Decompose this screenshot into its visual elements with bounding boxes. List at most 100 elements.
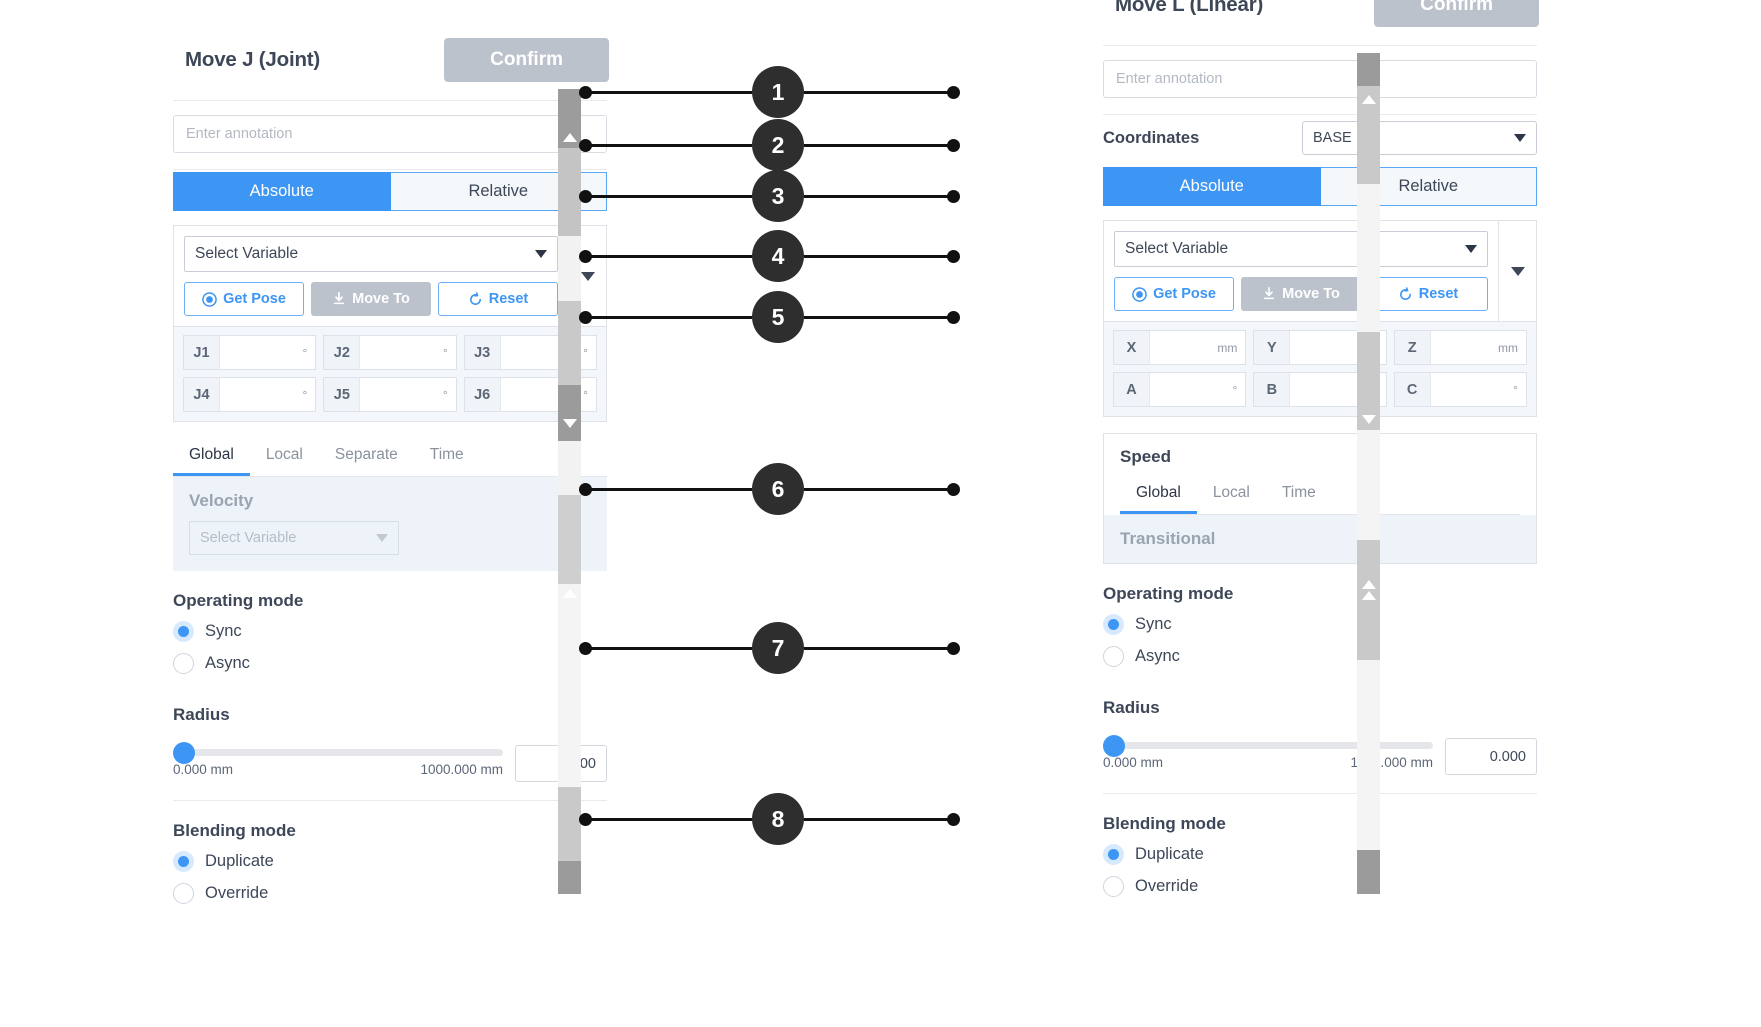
move-j-tab-absolute[interactable]: Absolute [173, 172, 391, 211]
divider [1103, 793, 1537, 794]
scrollbar-segment[interactable] [558, 861, 581, 894]
scrollbar-segment[interactable] [1357, 184, 1380, 332]
callout-endpoint-right [946, 482, 960, 496]
pose-key-label: B [1254, 373, 1291, 406]
pose-field-a[interactable]: A ° [1113, 372, 1247, 407]
move-l-get-pose-label: Get Pose [1153, 286, 1216, 302]
move-j-radius-section: Radius [155, 685, 625, 725]
move-l-tab-absolute[interactable]: Absolute [1103, 167, 1321, 206]
move-l-scrollbar[interactable] [1357, 53, 1380, 894]
move-j-scrollbar[interactable] [558, 89, 581, 894]
scroll-up-arrow-icon[interactable] [1361, 591, 1376, 600]
callout-endpoint-left [578, 189, 592, 203]
move-j-get-pose-button[interactable]: Get Pose [184, 282, 304, 316]
pose-key-label: X [1114, 331, 1150, 364]
move-l-speed-tab-time[interactable]: Time [1281, 484, 1316, 501]
move-j-speed-tab-time[interactable]: Time [429, 446, 464, 463]
move-j-speed-tab-local[interactable]: Local [265, 446, 303, 463]
move-l-operating-mode-sync-label: Sync [1135, 615, 1172, 633]
move-l-annotation-input[interactable] [1103, 60, 1537, 98]
scroll-down-arrow-icon[interactable] [562, 419, 577, 428]
move-l-radius-min-label: 0.000 mm [1103, 755, 1164, 770]
move-l-blending-override[interactable]: Override [1103, 876, 1537, 897]
scrollbar-segment[interactable] [558, 148, 581, 236]
scrollbar-segment[interactable] [558, 787, 581, 861]
scrollbar-segment[interactable] [1357, 660, 1380, 850]
move-l-radius-value-input[interactable]: 0.000 [1445, 738, 1537, 775]
move-l-variable-block: Select Variable Get Pose [1103, 220, 1537, 322]
move-l-transitional-label: Transitional [1120, 529, 1216, 548]
move-j-radius-slider-knob[interactable] [173, 741, 195, 764]
joint-field-j1[interactable]: J1 ° [183, 335, 317, 370]
move-l-expand-toggle[interactable] [1499, 220, 1537, 322]
pose-field-c[interactable]: C ° [1393, 372, 1527, 407]
callout-line-right [804, 143, 953, 147]
move-l-blending-duplicate[interactable]: Duplicate [1103, 844, 1537, 865]
move-l-mode-tabs: Absolute Relative [1085, 165, 1555, 206]
move-j-blending-override[interactable]: Override [173, 883, 607, 904]
move-j-speed-tab-separate[interactable]: Separate [334, 446, 398, 463]
move-l-speed-tab-local[interactable]: Local [1212, 484, 1250, 501]
move-j-annotation-input[interactable] [173, 115, 607, 153]
move-j-reset-button[interactable]: Reset [438, 282, 558, 316]
joint-key-label: J4 [184, 378, 220, 411]
scrollbar-segment[interactable] [1357, 53, 1380, 86]
move-l-operating-mode-sync[interactable]: Sync [1103, 614, 1537, 635]
scrollbar-segment[interactable] [1357, 850, 1380, 894]
scrollbar-segment[interactable] [1357, 86, 1380, 184]
joint-field-j2[interactable]: J2 ° [323, 335, 457, 370]
move-l-radius-slider-track[interactable] [1103, 734, 1433, 757]
move-j-operating-mode-async[interactable]: Async [173, 653, 607, 674]
pose-field-z[interactable]: Z mm [1393, 330, 1527, 365]
move-j-velocity-body: Velocity Select Variable [173, 477, 607, 571]
move-l-operating-mode-async[interactable]: Async [1103, 646, 1537, 667]
move-j-radius-slider-track[interactable] [173, 741, 503, 764]
refresh-icon [1398, 286, 1413, 302]
scrollbar-segment[interactable] [1357, 430, 1380, 540]
pose-key-label: Z [1394, 331, 1431, 364]
move-j-panel: Move J (Joint) Confirm Absolute Relative… [155, 0, 625, 1011]
scroll-up-arrow-icon[interactable] [1361, 95, 1376, 104]
move-j-speed-tabs: Global Local Separate Time [173, 438, 607, 477]
move-l-get-pose-button[interactable]: Get Pose [1114, 277, 1234, 311]
move-j-blending-duplicate[interactable]: Duplicate [173, 851, 607, 872]
move-j-operating-mode-sync[interactable]: Sync [173, 621, 607, 642]
scroll-up-arrow-icon[interactable] [1361, 580, 1376, 589]
joint-unit-label: ° [583, 387, 588, 402]
pose-unit-label: mm [1497, 340, 1518, 355]
move-j-variable-select[interactable]: Select Variable [184, 236, 558, 272]
move-j-move-to-button[interactable]: Move To [311, 282, 431, 316]
move-l-confirm-button[interactable]: Confirm [1374, 0, 1539, 27]
move-l-speed-body: Transitional [1104, 515, 1536, 563]
scrollbar-segment[interactable] [558, 441, 581, 495]
move-j-speed-tab-global[interactable]: Global [173, 438, 250, 476]
pose-field-x[interactable]: X mm [1113, 330, 1247, 365]
move-l-reset-button[interactable]: Reset [1368, 277, 1488, 311]
joint-field-j5[interactable]: J5 ° [323, 377, 457, 412]
scrollbar-segment[interactable] [558, 236, 581, 301]
scrollbar-segment[interactable] [558, 584, 581, 787]
move-j-joint-fields: J1 ° J2 ° J3 ° [173, 327, 607, 422]
move-j-confirm-button[interactable]: Confirm [444, 38, 609, 82]
scrollbar-segment[interactable] [558, 385, 581, 441]
scroll-down-arrow-icon[interactable] [1361, 415, 1376, 424]
move-l-tab-relative[interactable]: Relative [1320, 167, 1537, 206]
scroll-up-arrow-icon[interactable] [562, 133, 577, 142]
scrollbar-segment[interactable] [1357, 540, 1380, 660]
scrollbar-segment[interactable] [1357, 332, 1380, 430]
move-l-coordinates-select[interactable]: BASE [1302, 121, 1537, 155]
move-l-speed-tab-global[interactable]: Global [1120, 476, 1197, 514]
scrollbar-segment[interactable] [558, 495, 581, 584]
joint-field-j4[interactable]: J4 ° [183, 377, 317, 412]
move-j-annotation-row [155, 101, 625, 169]
move-l-move-to-button[interactable]: Move To [1241, 277, 1361, 311]
move-l-radius-slider-knob[interactable] [1103, 734, 1125, 757]
scroll-up-arrow-icon[interactable] [562, 589, 577, 598]
move-j-velocity-select[interactable]: Select Variable [189, 521, 399, 555]
scrollbar-segment[interactable] [558, 301, 581, 385]
callout-line-left [585, 90, 752, 94]
chevron-down-icon [1510, 266, 1525, 276]
move-j-blending-duplicate-label: Duplicate [205, 852, 274, 870]
move-l-speed-title: Speed [1120, 447, 1172, 466]
move-l-variable-select[interactable]: Select Variable [1114, 231, 1488, 267]
